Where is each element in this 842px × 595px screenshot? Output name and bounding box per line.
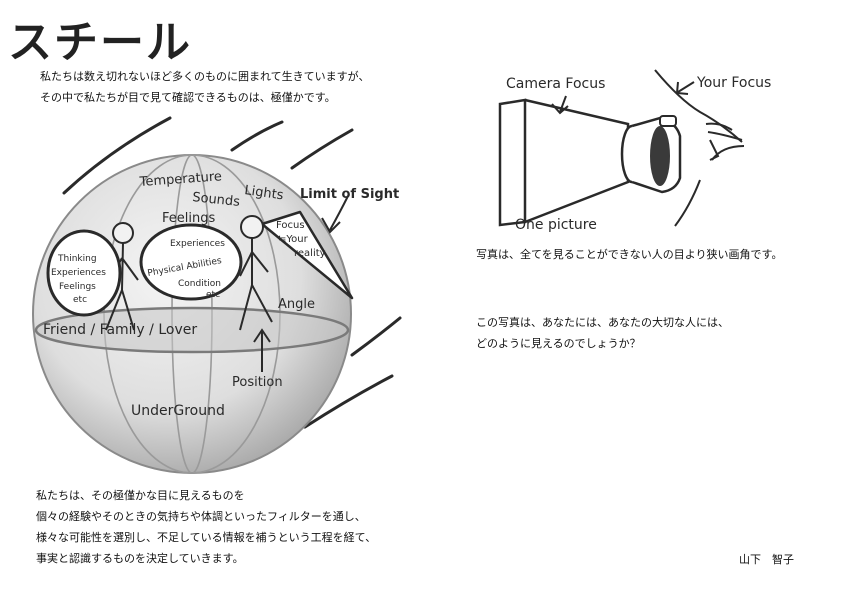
- page-title: スチール: [8, 17, 192, 68]
- left-thought-bubble: [46, 229, 122, 317]
- label-position: Position: [232, 375, 283, 390]
- nose-icon: [709, 139, 720, 161]
- label-sounds: Sounds: [192, 190, 241, 210]
- bottom-line: 事実と認識するものを決定していきます。: [36, 552, 244, 565]
- bottom-line: 私たちは、その極僅かな目に見えるものを: [36, 489, 245, 502]
- right-bubble-line: Condition: [178, 279, 221, 289]
- question-line: どのように見えるのでしょうか？: [476, 337, 641, 350]
- intro-line: その中で私たちが目で見て確認できるものは、極僅かです。: [40, 91, 336, 104]
- intro-paragraph: 私たちは数え切れないほど多くのものに囲まれて生きていますが、 その中で私たちが目…: [40, 66, 369, 108]
- label-one-picture: One picture: [515, 217, 597, 233]
- photo-caption: 写真は、全てを見ることができない人の目より狭い画角です。: [476, 248, 783, 261]
- label-friend-family-lover: Friend / Family / Lover: [43, 322, 197, 338]
- position-arrow-icon: [253, 328, 271, 372]
- intro-line: 私たちは数え切れないほど多くのものに囲まれて生きていますが、: [40, 70, 370, 83]
- focus-line: Focus: [276, 220, 305, 231]
- left-bubble-line: Feelings: [59, 282, 96, 292]
- right-bubble-line: etc: [206, 290, 220, 300]
- camera-focus-arrow-icon: [551, 95, 569, 115]
- focus-line: ≒Your: [278, 234, 309, 245]
- right-bubble-line: Experiences: [170, 239, 225, 249]
- label-camera-focus: Camera Focus: [506, 76, 605, 92]
- right-thought-bubble: [139, 223, 243, 301]
- label-angle: Angle: [278, 297, 315, 312]
- question-line: この写真は、あなたには、あなたの大切な人には、: [476, 316, 729, 329]
- label-your-focus: Your Focus: [696, 75, 771, 91]
- camera-viewfinder: [659, 115, 677, 127]
- label-lights: Lights: [243, 183, 284, 203]
- camera-grip: [650, 126, 670, 186]
- eye-icon: [705, 122, 743, 141]
- camera-view-cone: [524, 98, 630, 224]
- sight-cone: [260, 210, 354, 300]
- left-bubble-line: etc: [73, 295, 87, 305]
- stick-figure-left: [105, 222, 139, 331]
- motion-strokes: [62, 116, 402, 429]
- label-limit-of-sight: Limit of Sight: [300, 187, 399, 202]
- author-name: 山下 智子: [739, 553, 794, 566]
- stick-figure-right: [239, 215, 273, 331]
- bottom-line: 様々な可能性を選別し、不足している情報を補うという工程を経て、: [36, 531, 377, 544]
- label-underground: UnderGround: [131, 403, 225, 419]
- question-paragraph: この写真は、あなたには、あなたの大切な人には、 どのように見えるのでしょうか？: [476, 312, 729, 354]
- bottom-line: 個々の経験やそのときの気持ちや体調といったフィルターを通し、: [36, 510, 366, 523]
- focus-line: reality: [294, 248, 326, 259]
- left-bubble-line: Thinking: [57, 254, 97, 264]
- your-focus-arrow-icon: [675, 81, 695, 95]
- bottom-paragraph: 私たちは、その極僅かな目に見えるものを 個々の経験やそのときの気持ちや体調といっ…: [36, 485, 376, 569]
- label-temperature: Temperature: [138, 169, 222, 190]
- picture-frame: [498, 98, 527, 227]
- camera-illustration: [498, 69, 745, 227]
- limit-arrow-icon: [321, 195, 349, 234]
- label-feelings: Feelings: [162, 211, 215, 226]
- left-bubble-line: Experiences: [51, 268, 106, 278]
